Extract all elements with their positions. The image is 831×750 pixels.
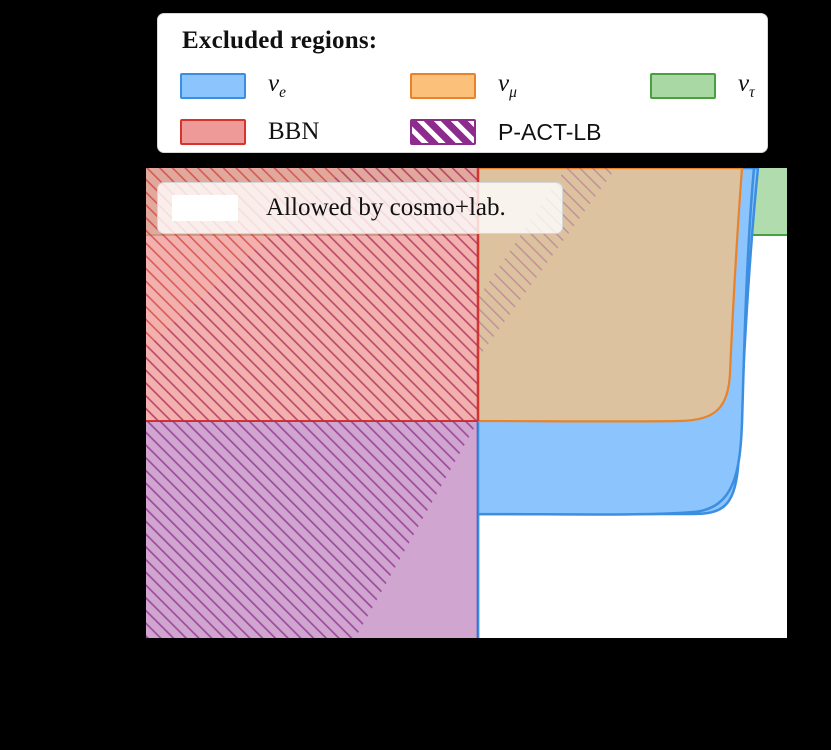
legend-card: Excluded regions: νe νμ ντ BBN P-ACT-LB xyxy=(157,13,768,153)
legend-row-2: BBN P-ACT-LB xyxy=(180,109,767,155)
allowed-legend-box: Allowed by cosmo+lab. xyxy=(157,182,563,234)
legend-entry-nu-e[interactable]: νe xyxy=(180,70,410,102)
allowed-swatch xyxy=(172,195,238,221)
legend-entry-bbn[interactable]: BBN xyxy=(180,118,410,146)
legend-entry-nu-mu[interactable]: νμ xyxy=(410,70,650,102)
region-pactlb xyxy=(146,421,478,638)
legend-label-nu-mu: νμ xyxy=(498,70,517,101)
legend-label-nu-e: νe xyxy=(268,70,286,101)
legend-label-nu-tau: ντ xyxy=(738,70,755,101)
legend-swatch-nu-mu xyxy=(410,73,476,99)
plot-area: Allowed by cosmo+lab. xyxy=(146,168,787,638)
legend-swatch-pactlb xyxy=(410,119,476,145)
legend-label-pactlb: P-ACT-LB xyxy=(498,118,602,145)
legend-row-1: νe νμ ντ xyxy=(180,63,767,109)
legend-swatch-nu-tau xyxy=(650,73,716,99)
legend-label-bbn: BBN xyxy=(268,118,320,145)
legend-entry-nu-tau[interactable]: ντ xyxy=(650,70,755,102)
legend-entry-pactlb[interactable]: P-ACT-LB xyxy=(410,119,602,146)
legend-swatch-nu-e xyxy=(180,73,246,99)
legend-swatch-bbn xyxy=(180,119,246,145)
legend-title: Excluded regions: xyxy=(182,27,378,54)
region-pactlb-green-sliver xyxy=(478,168,616,358)
allowed-label: Allowed by cosmo+lab. xyxy=(266,194,506,221)
